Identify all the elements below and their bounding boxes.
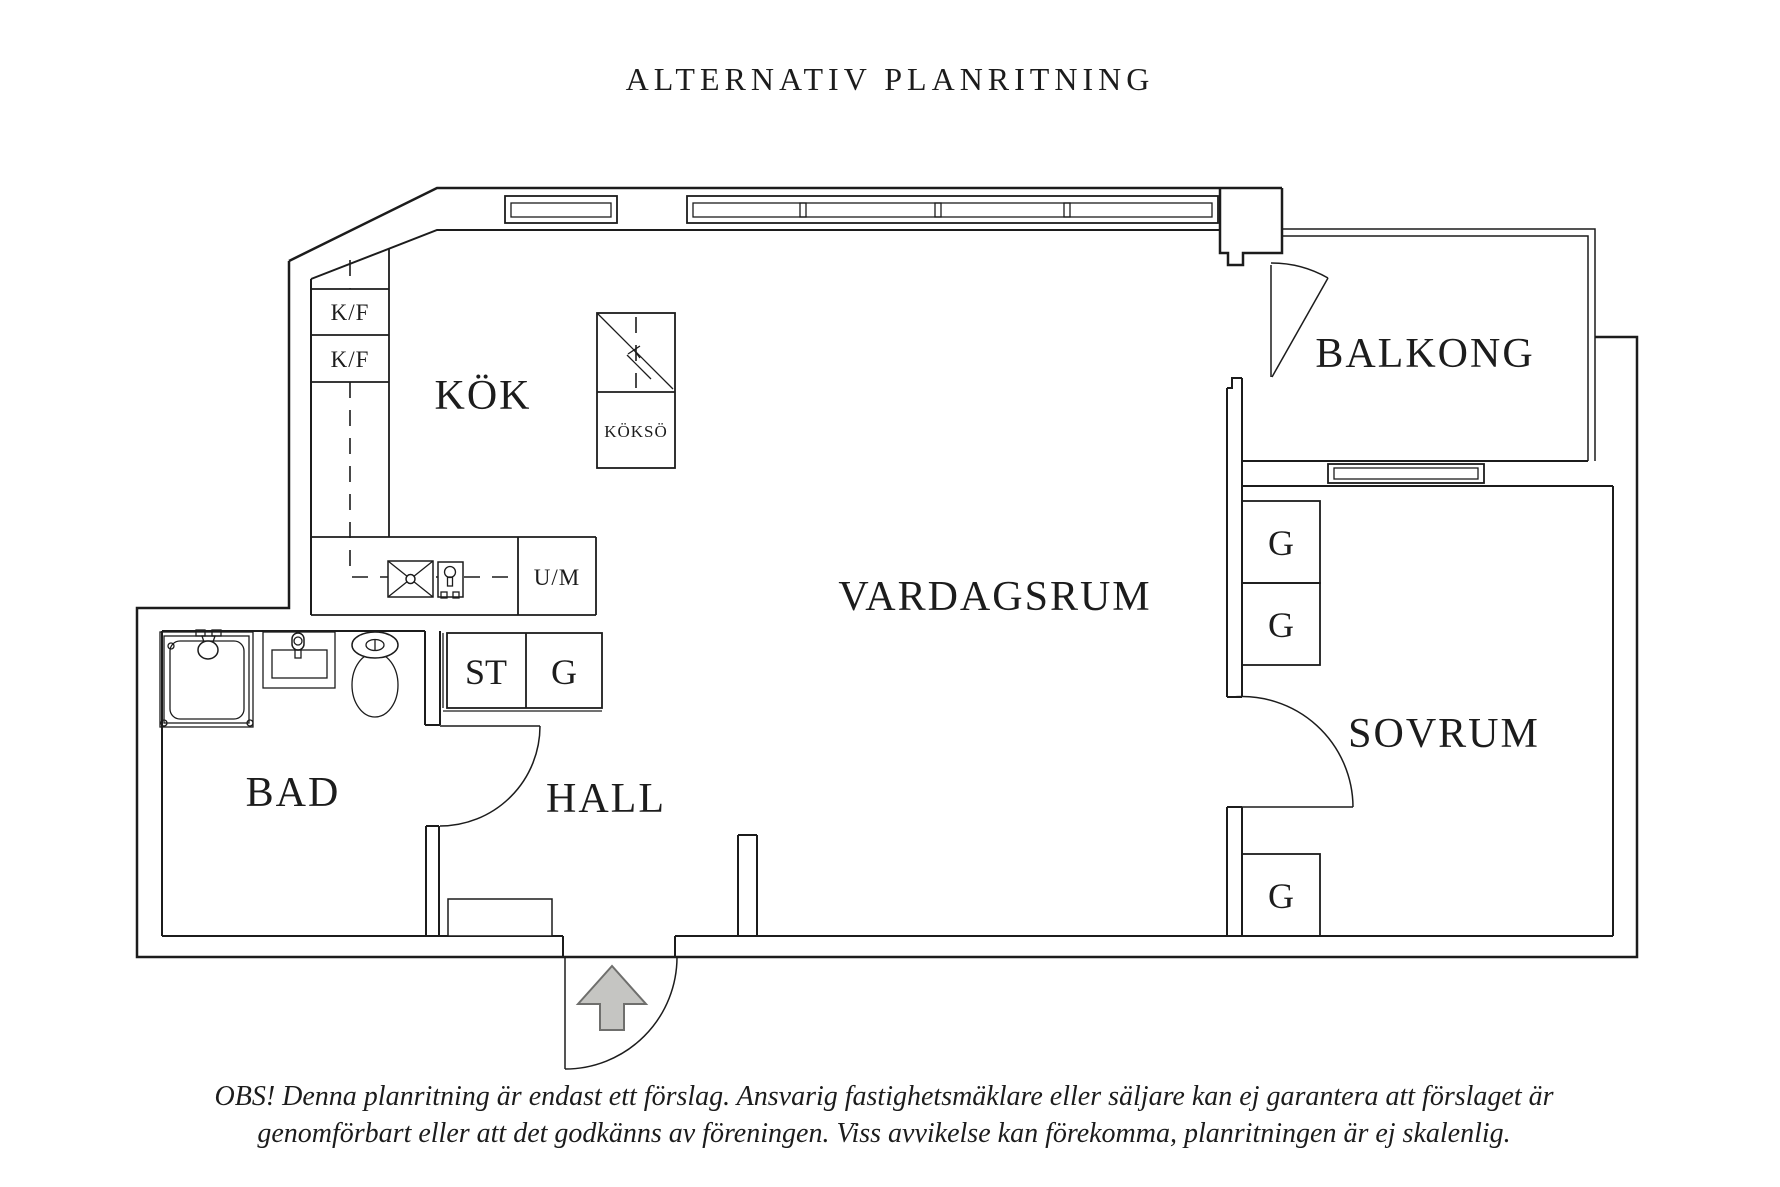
windows bbox=[504, 195, 1485, 484]
kitchen-sink-icon bbox=[437, 561, 464, 599]
kitchen-island bbox=[596, 312, 676, 469]
label-kokso: KÖKSÖ bbox=[604, 422, 668, 441]
room-label-vardagsrum: VARDAGSRUM bbox=[838, 574, 1151, 620]
door-balcony bbox=[1270, 262, 1329, 378]
entrance-arrow-outline bbox=[575, 964, 649, 1031]
window-sovrum bbox=[1327, 463, 1485, 484]
door-entrance bbox=[564, 956, 678, 1070]
kitchen-counter bbox=[311, 536, 597, 616]
label-st: ST bbox=[465, 652, 507, 692]
sovrum-wall-upper bbox=[1226, 377, 1243, 698]
door-sovrum bbox=[1231, 695, 1354, 808]
label-g2: G bbox=[1268, 605, 1294, 645]
page-title: ALTERNATIV PLANRITNING bbox=[626, 61, 1155, 97]
label-kf1: K/F bbox=[331, 300, 370, 325]
hall-wall-stub bbox=[737, 834, 758, 936]
shower-icon bbox=[159, 629, 254, 728]
balcony-pier bbox=[1218, 188, 1284, 267]
hall-bench bbox=[447, 898, 553, 937]
outer-walls bbox=[135, 186, 1639, 959]
label-g1: G bbox=[1268, 523, 1294, 563]
hall-closets bbox=[442, 632, 603, 712]
bathroom-walls bbox=[161, 630, 425, 936]
balcony-railing bbox=[1282, 228, 1596, 461]
label-g-hall: G bbox=[551, 652, 577, 692]
room-label-balkong: BALKONG bbox=[1315, 331, 1534, 377]
label-g3: G bbox=[1268, 876, 1294, 916]
bathroom-fixtures bbox=[159, 629, 399, 728]
stove-icon bbox=[387, 560, 434, 598]
room-label-bad: BAD bbox=[246, 770, 341, 816]
room-label-sovrum: SOVRUM bbox=[1348, 711, 1540, 757]
sink-icon bbox=[262, 631, 336, 689]
sovrum-closets bbox=[1241, 500, 1321, 937]
entrance-arrow-icon bbox=[578, 966, 646, 1030]
sovrum-top-wall bbox=[1242, 460, 1613, 487]
label-kf2: K/F bbox=[331, 347, 370, 372]
sovrum-wall-lower bbox=[1226, 806, 1243, 936]
room-label-hall: HALL bbox=[546, 776, 666, 822]
room-label-kok: KÖK bbox=[435, 373, 532, 419]
disclaimer-line2: genomförbart eller att det godkänns av f… bbox=[257, 1118, 1510, 1149]
kitchen-cabinets bbox=[311, 249, 676, 616]
window-livingroom bbox=[686, 195, 1219, 224]
door-bathroom bbox=[439, 725, 541, 827]
doors bbox=[439, 262, 1354, 1070]
window-kitchen bbox=[504, 195, 618, 224]
label-um: U/M bbox=[534, 565, 580, 590]
toilet-icon bbox=[351, 631, 399, 718]
disclaimer-line1: OBS! Denna planritning är endast ett för… bbox=[215, 1081, 1554, 1112]
